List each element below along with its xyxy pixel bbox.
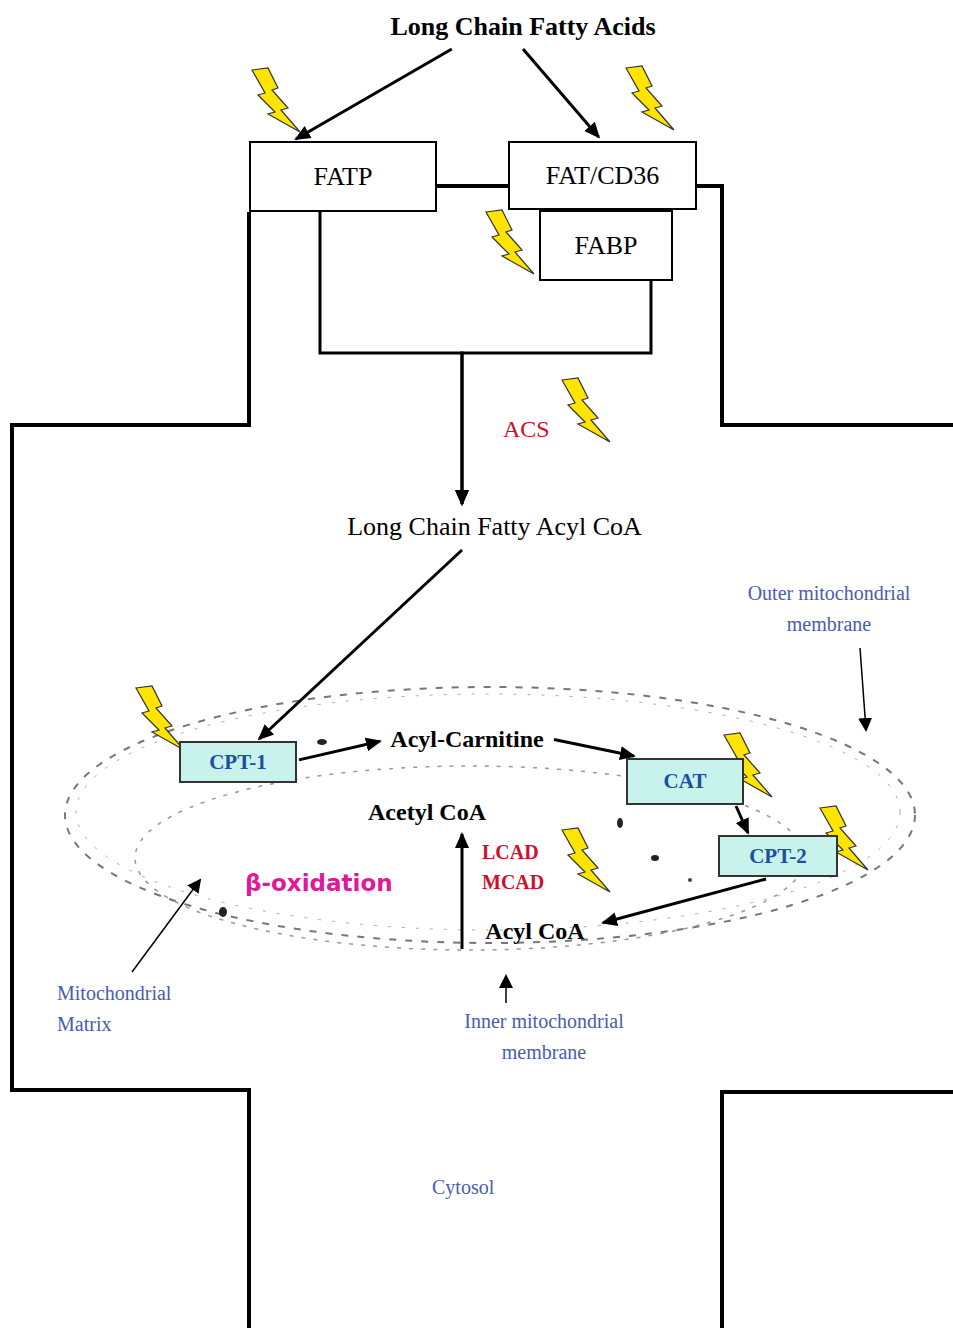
node-text: CPT-2 [749,844,807,869]
flow-arrow [523,49,599,137]
leader-lines [132,648,866,1003]
cell-outline [12,186,953,1328]
node-text: Long Chain Fatty Acyl CoA [347,512,642,542]
flow-arrow [259,550,462,739]
transporter-box: FAT/CD36 [508,141,697,210]
flow-arrow [603,879,766,923]
region-label: Mitochondrial Matrix [57,978,222,1040]
flow-arrow [461,834,464,949]
flow-arrow [299,741,380,760]
metabolite-text: Long Chain Fatty Acyl CoA [343,508,646,546]
region-label: Cytosol [432,1172,494,1203]
metabolite-text: Acyl-Carnitine [386,722,548,757]
enzyme-box: CPT-1 [179,741,297,783]
flow-arrow [736,806,748,833]
node-text: Acyl CoA [485,918,584,945]
node-text: CAT [664,769,707,794]
flow-arrow [296,49,452,139]
node-text: CPT-1 [209,750,267,775]
pathway-label: β-oxidation [245,870,393,896]
enzyme-label: MCAD [482,871,544,894]
metabolite-text: Acyl CoA [481,914,589,949]
node-text: Long Chain Fatty Acids [390,12,655,42]
enzyme-box: CPT-2 [718,835,838,877]
enzyme-label: LCAD [482,841,539,864]
node-text: Acetyl CoA [368,799,486,826]
node-text: FATP [314,162,373,192]
binding-protein-box: FABP [539,210,673,281]
heading-text: Long Chain Fatty Acids [386,8,660,46]
transporter-box: FATP [249,141,437,212]
flow-arrow [320,212,462,504]
region-label: Inner mitochondrial membrane [430,1006,658,1068]
mitochondrion [65,687,915,950]
lightning-bolts [136,66,868,892]
region-label: Outer mitochondrial membrane [715,578,943,640]
metabolite-text: Acetyl CoA [364,795,490,830]
flow-arrow [554,740,634,757]
node-text: FABP [574,231,637,261]
enzyme-label: ACS [503,416,550,443]
node-text: FAT/CD36 [546,161,660,191]
flow-arrow [462,281,651,504]
node-text: Acyl-Carnitine [390,726,543,753]
enzyme-box: CAT [626,758,744,805]
